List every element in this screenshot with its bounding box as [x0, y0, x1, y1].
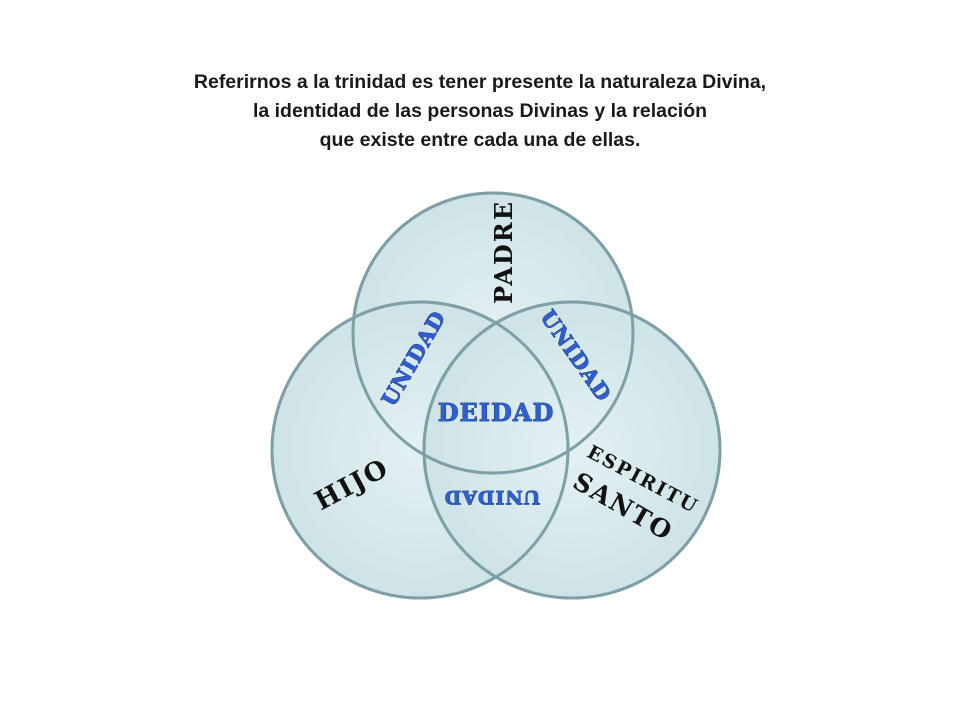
caption-line-1: Referirnos a la trinidad es tener presen… — [193, 71, 767, 93]
label-deidad: DEIDAD — [438, 398, 555, 427]
label-unidad-bottom: UNIDAD — [444, 486, 541, 508]
label-padre: PADRE — [489, 200, 518, 304]
caption-line-2: la identidad de las personas Divinas y l… — [252, 100, 708, 122]
caption-line-3: que existe entre cada una de ellas. — [319, 129, 641, 151]
caption: Referirnos a la trinidad es tener presen… — [0, 68, 960, 155]
